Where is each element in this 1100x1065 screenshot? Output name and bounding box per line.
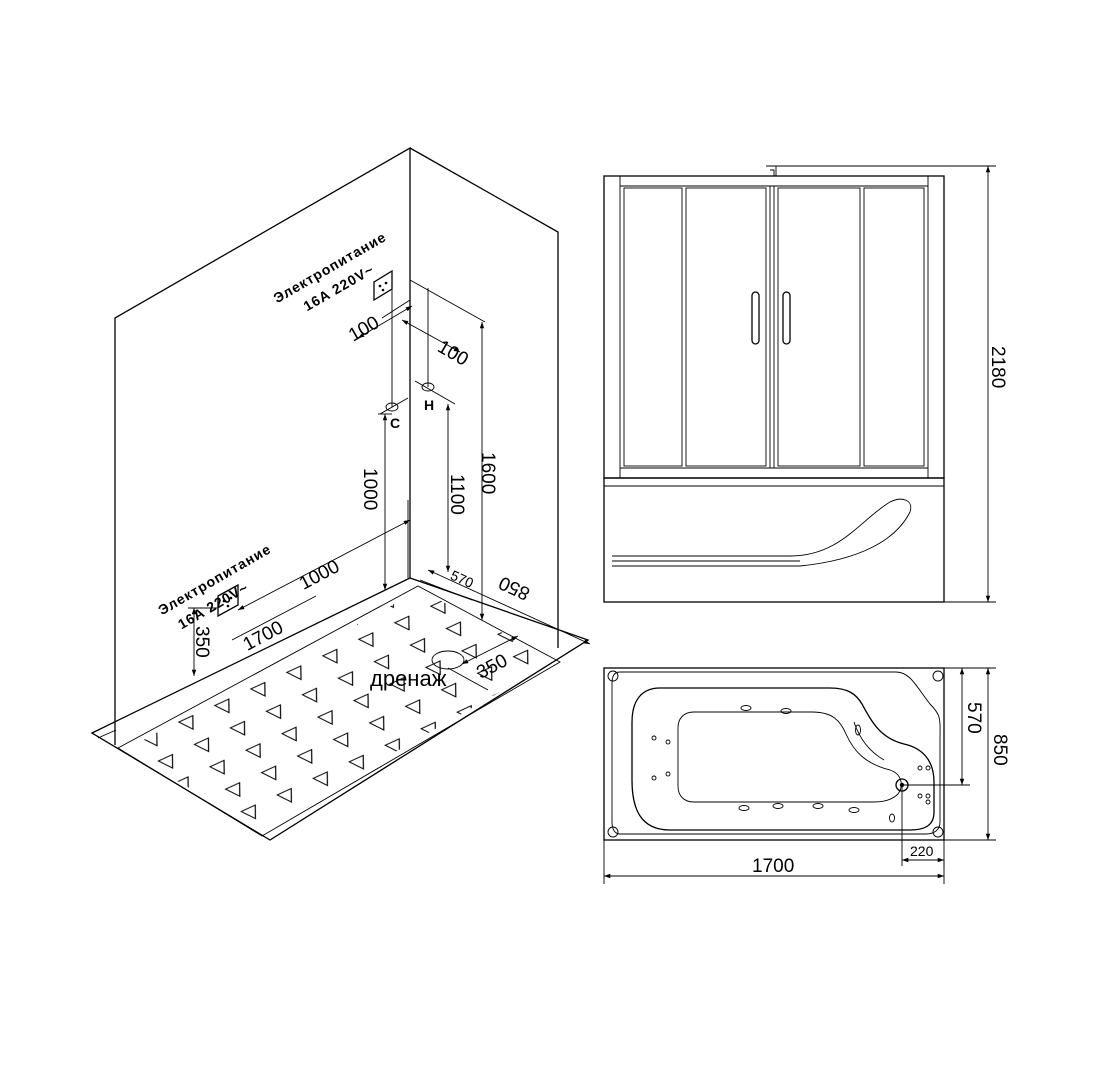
corner-right-top bbox=[932, 670, 944, 682]
cold-water-outlet: C bbox=[379, 397, 409, 431]
dim-1700-top: 1700 bbox=[752, 856, 794, 877]
top-fitting bbox=[766, 165, 777, 176]
tray-pattern bbox=[125, 590, 555, 830]
power-socket-upper bbox=[373, 269, 393, 302]
door-left bbox=[685, 187, 767, 467]
corner-right-bottom bbox=[932, 826, 944, 838]
headrest-curve bbox=[853, 721, 885, 761]
dim-100-a: 100 bbox=[345, 312, 383, 346]
dim-1000-horizontal: 1000 bbox=[296, 556, 343, 594]
side-panel-left bbox=[623, 187, 683, 467]
dim-570: 570 bbox=[448, 567, 476, 591]
cold-label: C bbox=[390, 415, 400, 431]
tray-outline bbox=[117, 585, 561, 837]
front-view: 2180 bbox=[603, 165, 1008, 603]
corner-left-bottom bbox=[607, 826, 619, 838]
door-handle-left bbox=[751, 291, 760, 345]
dim-220: 220 bbox=[910, 843, 934, 859]
tub-basin bbox=[631, 687, 935, 831]
hot-water-outlet: H bbox=[414, 380, 456, 413]
massage-jets bbox=[651, 705, 931, 823]
dim-570-top: 570 bbox=[963, 702, 984, 734]
dim-1100: 1100 bbox=[446, 474, 467, 515]
dim-100-b: 100 bbox=[434, 337, 472, 371]
back-wall bbox=[409, 147, 559, 648]
hot-label: H bbox=[424, 397, 434, 413]
drain-label: дренаж bbox=[370, 666, 447, 691]
dim-350-vertical: 350 bbox=[191, 626, 212, 658]
dim-1000-vertical: 1000 bbox=[359, 468, 380, 510]
tub-rim bbox=[611, 671, 941, 835]
tub-inner bbox=[677, 711, 902, 803]
door-right bbox=[777, 187, 861, 467]
isometric-view: дренаж Электропитание 16A 220V~ Электроп… bbox=[90, 146, 591, 841]
dim-2180: 2180 bbox=[987, 346, 1008, 388]
dim-1600: 1600 bbox=[477, 452, 498, 494]
bathtub-top-outline bbox=[603, 667, 945, 841]
left-wall bbox=[114, 146, 411, 745]
bathtub-skirt bbox=[603, 477, 945, 603]
door-handle-right bbox=[782, 291, 791, 345]
skirt-wave bbox=[612, 498, 912, 567]
floor-edge bbox=[97, 729, 117, 739]
top-view: 570 850 220 1700 bbox=[603, 667, 1010, 884]
side-panel-right bbox=[863, 187, 925, 467]
corner-left-top bbox=[607, 670, 619, 682]
dim-850-top: 850 bbox=[989, 734, 1010, 766]
dim-850: 850 bbox=[496, 571, 534, 603]
